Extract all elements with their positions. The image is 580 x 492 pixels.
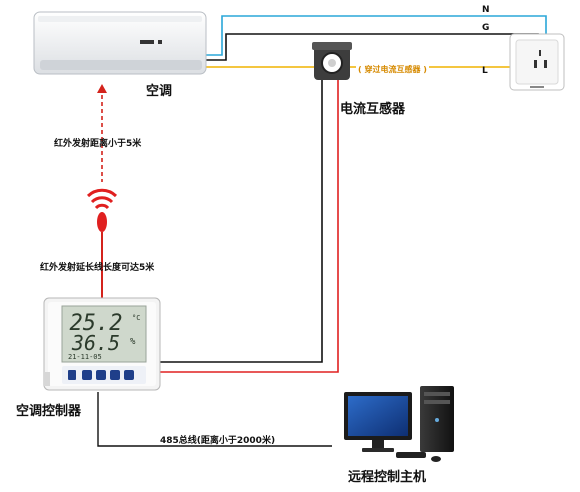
bus-label: 485总线(距离小于2000米) <box>160 436 276 446</box>
lcd-humidity-unit: % <box>130 337 136 347</box>
lcd-date: 21-11-05 <box>68 353 102 361</box>
wire-ct-black <box>160 78 323 363</box>
host-label: 远程控制主机 <box>348 470 427 485</box>
ir-distance-label: 红外发射距离小于5米 <box>54 139 142 149</box>
wall-socket-icon <box>509 33 565 91</box>
remote-host-pc-icon <box>344 386 454 462</box>
ct-note-label: ( 穿过电流互感器 ) <box>356 64 429 75</box>
ac-label: 空调 <box>146 84 173 99</box>
ac-controller-device <box>43 297 161 391</box>
wire-n-label: N <box>482 5 490 15</box>
lcd-humidity: 36.5 <box>71 331 120 355</box>
ir-arrow-icon <box>97 84 107 93</box>
lcd-temperature-unit: °C <box>132 314 140 322</box>
current-transformer-icon <box>312 42 352 80</box>
ir-emitter-icon <box>86 188 118 232</box>
wire-l-label: L <box>482 66 488 76</box>
wire-g-label: G <box>482 23 490 33</box>
controller-label: 空调控制器 <box>16 404 82 419</box>
wire-485-bus <box>97 392 332 447</box>
wire-g <box>206 33 539 65</box>
lcd-temperature: 25.2 <box>70 311 123 336</box>
ir-extension-label: 红外发射延长线长度可达5米 <box>40 263 155 273</box>
ct-label: 电流互感器 <box>340 102 406 117</box>
air-conditioner-icon <box>33 11 207 75</box>
wire-n <box>206 15 547 65</box>
wire-ct-red <box>160 80 339 373</box>
